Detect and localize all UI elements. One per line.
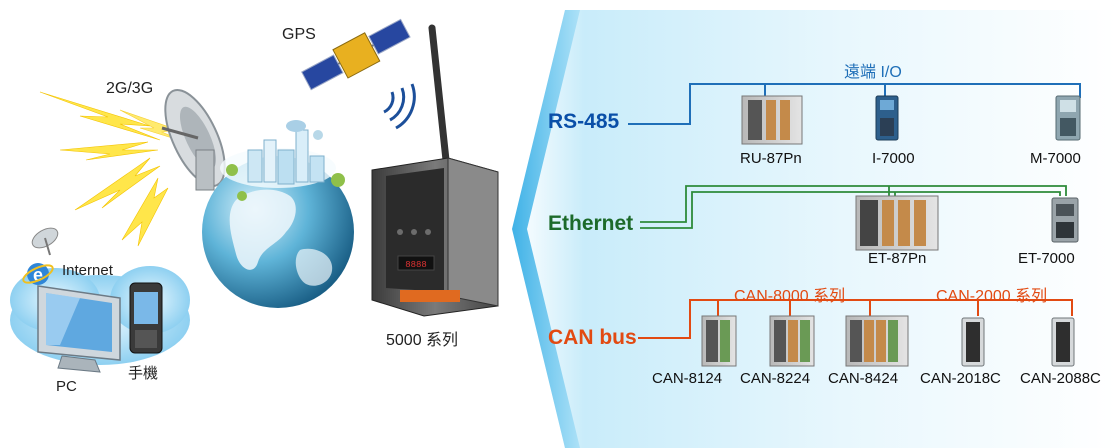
remote-io-group-label: 遠端 I/O <box>844 64 902 81</box>
device-i-7000 <box>875 95 899 141</box>
city-buildings-icon <box>226 120 345 201</box>
device-label-m-7000: M-7000 <box>1030 150 1081 167</box>
wireless-signal-bolts <box>39 91 186 247</box>
device-label-can-8124: CAN-8124 <box>652 370 723 387</box>
device-can-2018c <box>961 317 985 367</box>
device-label-ru-87pn: RU-87Pn <box>740 150 802 167</box>
ethernet-bus-label: Ethernet <box>548 212 634 235</box>
device-label-et-87pn: ET-87Pn <box>868 250 927 267</box>
can-2000-group-label: CAN-2000 系列 <box>936 288 1048 305</box>
small-antenna-icon <box>31 227 59 256</box>
device-can-8424 <box>845 315 909 367</box>
device-can-2088c <box>1051 317 1075 367</box>
device-et-7000 <box>1051 197 1079 243</box>
pc-monitor-icon <box>37 285 121 373</box>
phone-icon <box>129 282 163 354</box>
device-label-can-2088c: CAN-2088C <box>1020 370 1101 387</box>
device-label-can-8424: CAN-8424 <box>828 370 899 387</box>
controller-device-icon: 8888 <box>371 24 499 317</box>
phone-label: 手機 <box>128 365 159 382</box>
can-8000-group-label: CAN-8000 系列 <box>734 288 846 305</box>
device-can-8224 <box>769 315 815 367</box>
rs485-bus-label: RS-485 <box>548 110 620 133</box>
device-label-i-7000: I-7000 <box>872 150 915 167</box>
can-bus-label: CAN bus <box>548 326 637 349</box>
device-ru-87pn <box>741 95 803 145</box>
svg-text:8888: 8888 <box>405 260 427 270</box>
can-bus-lines <box>638 299 1073 339</box>
device-m-7000 <box>1055 95 1081 141</box>
cellular-label: 2G/3G <box>106 80 154 97</box>
controller-label: 5000 系列 <box>386 332 459 349</box>
svg-text:e: e <box>33 265 43 285</box>
satellite-icon <box>301 18 416 130</box>
antenna-dish-icon <box>161 88 226 191</box>
device-label-can-2018c: CAN-2018C <box>920 370 1001 387</box>
device-et-87pn <box>855 195 939 251</box>
internet-label: Internet <box>62 262 113 279</box>
device-can-8124 <box>701 315 737 367</box>
rs485-bus-lines <box>628 83 1081 125</box>
ie-icon: e <box>22 263 54 285</box>
device-label-et-7000: ET-7000 <box>1018 250 1075 267</box>
gps-label: GPS <box>282 26 316 43</box>
device-label-can-8224: CAN-8224 <box>740 370 811 387</box>
pc-label: PC <box>56 378 77 395</box>
